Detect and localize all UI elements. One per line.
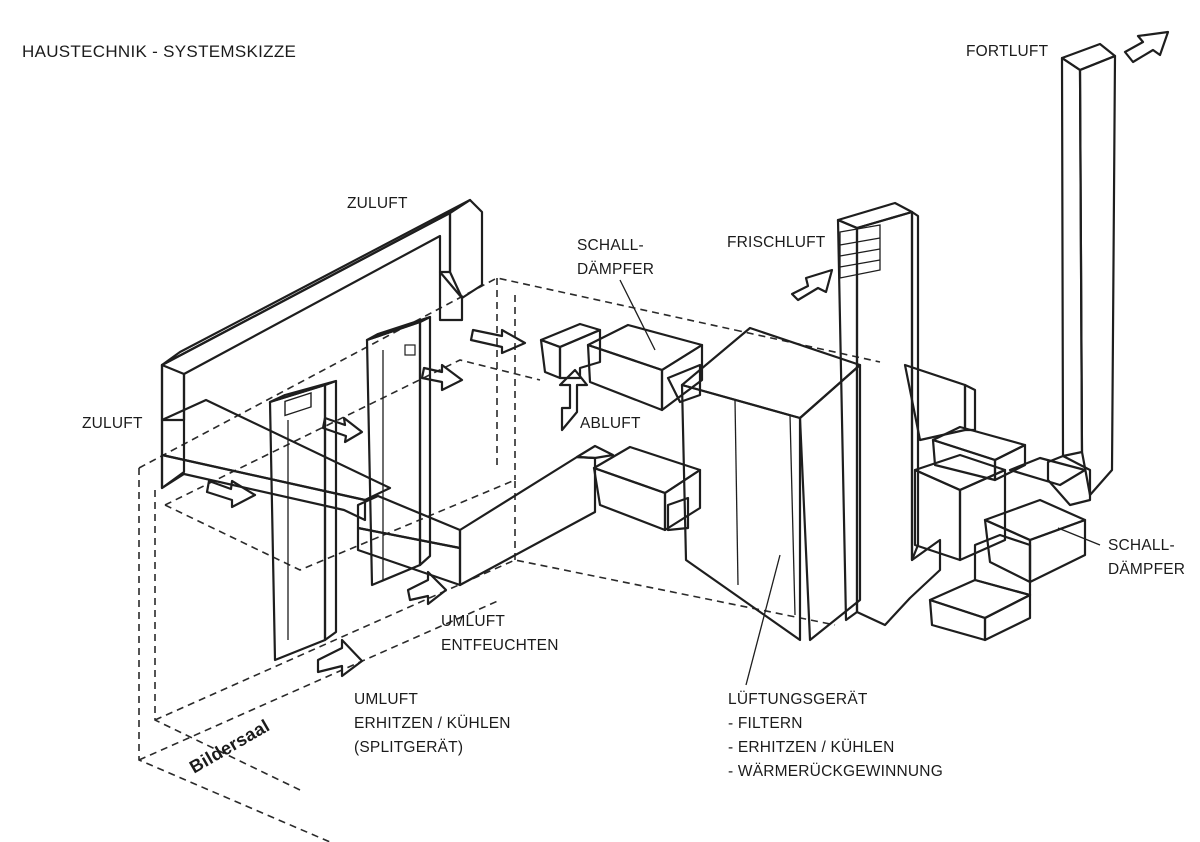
arrow-dehum-in [406, 570, 448, 606]
ventilation-unit [680, 326, 862, 642]
label-umluft-splitgeraet-line3: (SPLITGERÄT) [354, 739, 464, 756]
label-umluft-splitgeraet-line1: UMLUFT [354, 691, 419, 708]
label-lueftungsgeraet-line2: - FILTERN [728, 715, 803, 732]
arrow-supply-room [205, 479, 257, 509]
silencer-bottom [592, 445, 702, 532]
fortluft-duct [928, 42, 1117, 642]
arrow-dehum-out [420, 363, 464, 392]
label-umluft-entfeuchten-line2: ENTFEUCHTEN [441, 637, 559, 654]
label-schalldaempfer-top-line2: DÄMPFER [577, 261, 655, 278]
frischluft-duct [836, 201, 942, 627]
arrow-split-in [316, 638, 364, 678]
leader-lines [619, 279, 1101, 686]
label-abluft: ABLUFT [580, 415, 641, 432]
label-schalldaempfer-top-line1: SCHALL- [577, 237, 644, 254]
label-schalldaempfer-right-line2: DÄMPFER [1108, 561, 1186, 578]
label-umluft-entfeuchten-line1: UMLUFT [441, 613, 506, 630]
label-fortluft: FORTLUFT [966, 43, 1049, 60]
label-schalldaempfer-top: SCHALL- DÄMPFER [577, 234, 654, 282]
arrow-fortluft [1123, 30, 1170, 64]
label-umluft-splitgeraet-line2: ERHITZEN / KÜHLEN [354, 715, 511, 732]
split-unit [268, 379, 338, 662]
label-zuluft-top: ZULUFT [347, 195, 408, 212]
flow-arrows [205, 30, 1170, 678]
equipment-cluster [903, 363, 1027, 562]
arrow-frischluft [790, 268, 834, 302]
label-frischluft: FRISCHLUFT [727, 234, 826, 251]
diagram-title: HAUSTECHNIK - SYSTEMSKIZZE [22, 42, 297, 61]
label-lueftungsgeraet-line1: LÜFTUNGSGERÄT [728, 691, 868, 708]
dehumidifier-unit [365, 315, 432, 587]
silencer-top [586, 323, 704, 412]
label-lueftungsgeraet-line4: - WÄRMERÜCKGEWINNUNG [728, 763, 943, 780]
label-umluft-splitgeraet: UMLUFT ERHITZEN / KÜHLEN (SPLITGERÄT) [354, 688, 511, 760]
abluft-connector [539, 322, 702, 404]
room-outline [138, 277, 881, 842]
arrow-supply-in [469, 328, 527, 355]
label-lueftungsgeraet-line3: - ERHITZEN / KÜHLEN [728, 739, 895, 756]
label-lueftungsgeraet: LÜFTUNGSGERÄT - FILTERN - ERHITZEN / KÜH… [728, 688, 943, 784]
label-umluft-entfeuchten: UMLUFT ENTFEUCHTEN [441, 610, 559, 658]
arrow-abluft-up [558, 368, 589, 432]
label-schalldaempfer-right: SCHALL- DÄMPFER [1108, 534, 1185, 582]
zuluft-duct [160, 198, 615, 587]
label-schalldaempfer-right-line1: SCHALL- [1108, 537, 1175, 554]
arrow-split-out [321, 416, 364, 444]
label-zuluft-left: ZULUFT [82, 415, 143, 432]
